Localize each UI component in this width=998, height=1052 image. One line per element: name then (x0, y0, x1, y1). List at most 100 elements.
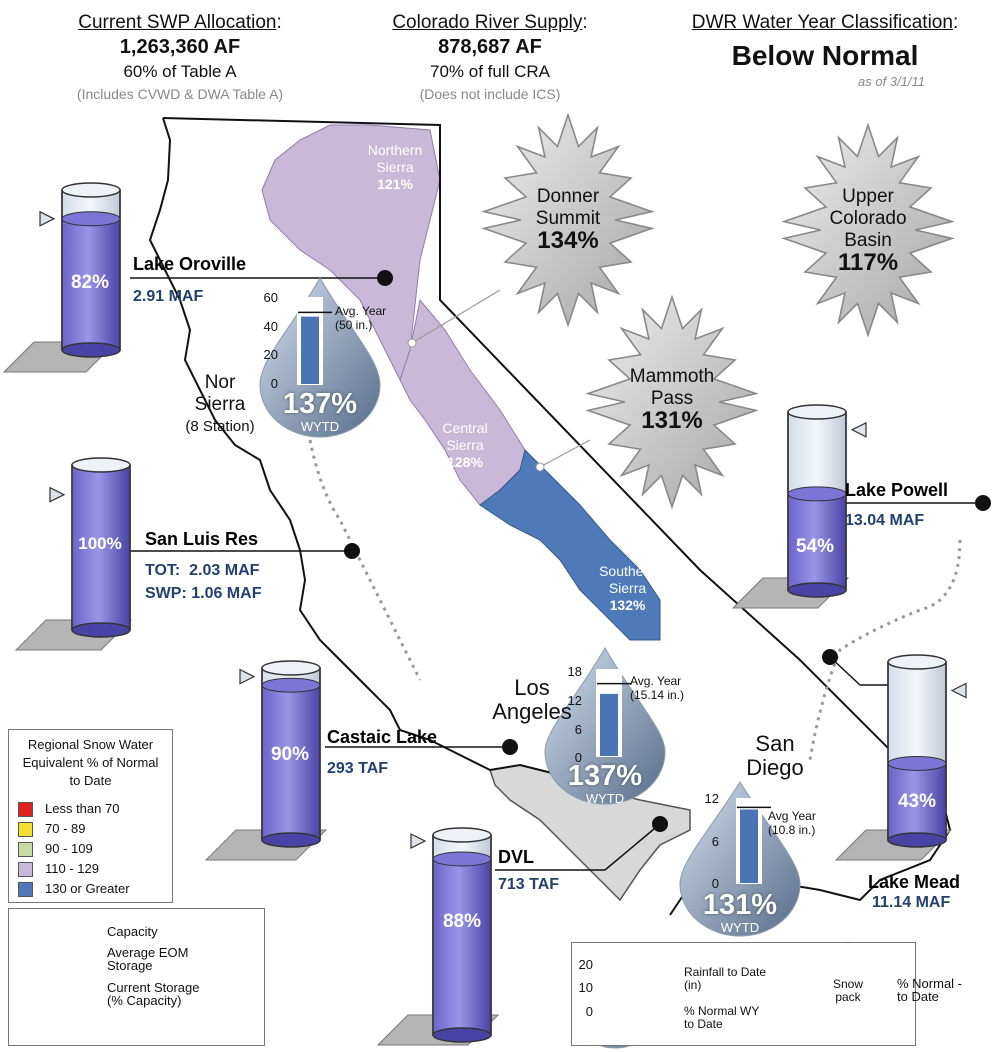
powell-tank (731, 404, 867, 609)
dvl-tank (376, 827, 500, 1046)
dwr-classification-block: DWR Water Year Classification: Below Nor… (665, 12, 985, 89)
powell-value: 13.04 MAF (845, 512, 925, 529)
sanluis-value-total: TOT: 2.03 MAF (145, 562, 260, 579)
colorado-amount: 878,687 AF (438, 36, 542, 58)
central-sierra-region (399, 298, 526, 506)
legend-swatch (18, 882, 33, 897)
legend-rain-tick: 0 (585, 1004, 593, 1019)
oroville-name: Lake Oroville (133, 254, 247, 274)
castaic-name: Castaic Lake (327, 727, 438, 747)
swp-note: (Includes CVWD & DWA Table A) (76, 86, 284, 102)
colorado-percent: 70% of full CRA (430, 62, 550, 81)
la-percent: 137% (567, 760, 643, 792)
swp-allocation-block: Current SWP Allocation: 1,263,360 AF 60%… (30, 12, 330, 102)
mead-percent: 43% (897, 791, 937, 812)
norsierra-rain-gauge (297, 297, 332, 385)
legend-rain-tick: 10 (578, 980, 593, 995)
la-tick: 0 (574, 750, 582, 765)
sandiego-avg-label: Avg Year(10.8 in.) (768, 809, 816, 837)
colorado-title: Colorado River Supply: (392, 12, 588, 33)
norsierra-tick: 0 (270, 376, 278, 391)
swp-amount: 1,263,360 AF (119, 36, 241, 58)
dvl-name: DVL (498, 847, 534, 867)
legend-rainfall-label: Rainfall to Date(in) (684, 965, 767, 992)
legend-capacity-label: Capacity (107, 924, 158, 939)
sandiego-wytd: WYTD (720, 920, 760, 935)
aqueduct-north (308, 439, 422, 681)
sandiego-tick: 6 (711, 834, 719, 849)
la-avg-label: Avg. Year(15.14 in.) (630, 674, 685, 702)
legend-item-label: 70 - 89 (45, 821, 86, 836)
mead-tank (834, 654, 967, 861)
avg-eom-marker-icon (410, 833, 427, 849)
legend-item-label: Less than 70 (45, 801, 120, 816)
avg-eom-marker-icon (39, 210, 56, 227)
avg-eom-marker-icon (850, 421, 867, 438)
dvl-percent: 88% (442, 911, 482, 932)
dwr-title: DWR Water Year Classification: (691, 12, 959, 33)
tank-legend (8, 908, 265, 1046)
norsierra-tick: 40 (263, 319, 278, 334)
norsierra-tick: 20 (263, 347, 278, 362)
legend-swatch (18, 822, 33, 837)
legend-item-label: 90 - 109 (45, 841, 93, 856)
sanluis-tank (14, 457, 133, 651)
avg-eom-marker-icon (49, 486, 66, 503)
norsierra-avg-label: Avg. Year(50 in.) (335, 304, 387, 332)
legend-item-label: 110 - 129 (45, 861, 99, 876)
swp-title: Current SWP Allocation: (78, 12, 282, 33)
dwr-asof: as of 3/1/11 (858, 74, 925, 89)
dvl-value: 713 TAF (498, 876, 560, 893)
oroville-tank (2, 182, 121, 373)
sanluis-value-swp: SWP: 1.06 MAF (145, 585, 262, 602)
legend-snow-pct-label: % Normal -to Date (897, 976, 963, 1004)
legend-current-label: Current Storage(% Capacity) (107, 980, 200, 1008)
sandiego-tick: 12 (704, 791, 719, 806)
northern-sierra-region (261, 124, 441, 382)
la-tick: 12 (567, 693, 582, 708)
colorado-supply-block: Colorado River Supply: 878,687 AF 70% of… (345, 12, 635, 102)
coastline (148, 117, 561, 776)
oroville-percent: 82% (70, 272, 110, 293)
castaic-value: 293 TAF (327, 760, 389, 777)
sanluis-name: San Luis Res (145, 529, 259, 549)
sandiego-rain-gauge (736, 798, 771, 884)
la-tick: 18 (567, 664, 582, 679)
norsierra-wytd: WYTD (300, 419, 340, 434)
dwr-classification: Below Normal (731, 40, 919, 71)
powell-percent: 54% (795, 536, 835, 557)
avg-eom-marker-icon (950, 682, 967, 699)
legend-item-label: 130 or Greater (45, 881, 130, 896)
sanluis-percent: 100% (78, 534, 122, 553)
legend-swatch (18, 842, 33, 857)
mead-name: Lake Mead (868, 872, 961, 892)
oroville-value: 2.91 MAF (133, 288, 204, 305)
castaic-percent: 90% (270, 744, 310, 765)
norsierra-percent: 137% (282, 388, 358, 420)
sandiego-percent: 131% (702, 889, 778, 921)
norsierra-tick: 60 (263, 290, 278, 305)
southern-sierra-region (479, 449, 661, 641)
sandiego-tick: 0 (711, 876, 719, 891)
legend-rain-pct: % (606, 1015, 620, 1032)
powell-name: Lake Powell (845, 480, 949, 500)
la-tick: 6 (574, 722, 582, 737)
colorado-note: (Does not include ICS) (419, 86, 561, 102)
legend-rain-tick: 20 (578, 957, 593, 972)
aqueduct-colorado (808, 539, 962, 761)
la-wytd: WYTD (585, 791, 625, 806)
castaic-tank (204, 660, 328, 861)
